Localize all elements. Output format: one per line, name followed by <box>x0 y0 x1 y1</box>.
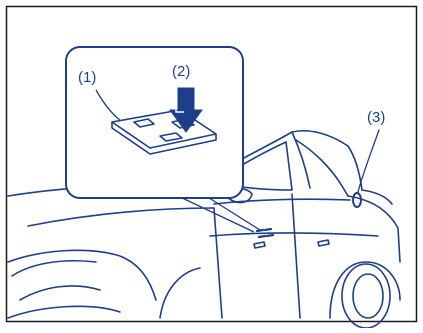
front-wheel-arch <box>160 268 200 318</box>
door-beltline <box>214 199 350 204</box>
leader-3 <box>358 130 379 192</box>
front-door-outline <box>214 208 222 318</box>
trunk-line <box>362 190 392 204</box>
door-split <box>292 194 300 318</box>
rear-component <box>353 193 361 207</box>
callout-2-label: (2) <box>172 63 190 80</box>
callout-3-label: (3) <box>367 109 385 126</box>
front-door-handle <box>254 242 265 248</box>
rear-wheel-inner <box>353 274 383 318</box>
front-fender <box>8 250 156 300</box>
c-pillar <box>292 132 310 188</box>
headlight-lower <box>20 286 100 300</box>
rear-door-handle <box>318 240 329 246</box>
hood-crease <box>28 208 214 226</box>
bumper-line <box>8 306 120 318</box>
callout-1-label: (1) <box>78 69 96 86</box>
headlight-upper <box>12 261 96 276</box>
rear-window <box>296 140 348 196</box>
